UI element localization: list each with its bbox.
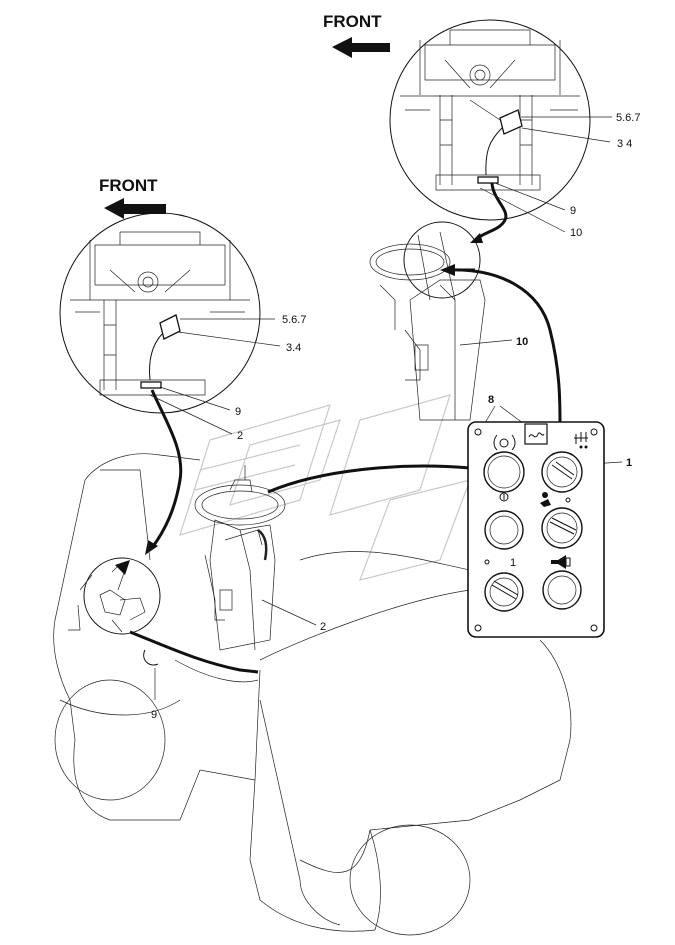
panel-cable — [267, 464, 471, 494]
callout-mid-1: 1 — [626, 457, 632, 469]
watermark-logo — [179, 394, 471, 581]
callout-left-2: 2 — [237, 430, 243, 442]
control-panel: 1 — [467, 421, 605, 638]
detail-circle-lower — [68, 557, 161, 666]
detail-circle-column — [369, 221, 562, 426]
callouts-lower: 2 9 — [151, 599, 326, 721]
callout-mid-10: 10 — [516, 336, 528, 348]
callout-lower-2: 2 — [320, 621, 326, 633]
info-icon — [499, 492, 509, 502]
switch-position-label: 1 — [510, 557, 516, 569]
steering-console — [194, 465, 286, 651]
indicator-icon — [524, 423, 548, 445]
lower-cable — [129, 630, 259, 674]
arrow-left-icon — [104, 198, 166, 219]
hazard-icon — [493, 434, 516, 451]
callout-left-34: 3.4 — [286, 342, 301, 354]
callouts-mid: 10 8 1 — [459, 336, 632, 469]
callout-left-567: 5.6.7 — [282, 314, 306, 326]
gauge-left-2 — [484, 510, 524, 550]
callout-top-9: 9 — [570, 205, 576, 217]
light-icon — [574, 432, 588, 449]
horn-icon — [551, 555, 571, 569]
machine-body — [53, 453, 572, 936]
callout-mid-8: 8 — [488, 394, 494, 406]
front-label-left: FRONT — [99, 176, 158, 195]
callout-top-34: 3 4 — [617, 138, 632, 150]
callout-top-10: 10 — [570, 227, 582, 239]
arrow-left-icon — [332, 37, 390, 58]
front-direction-top: FRONT — [323, 12, 390, 58]
warning-lamp — [483, 451, 525, 493]
callout-left-9: 9 — [235, 406, 241, 418]
callout-lower-9: 9 — [151, 709, 157, 721]
front-direction-left: FRONT — [99, 176, 166, 219]
callout-top-567: 5.6.7 — [616, 112, 640, 124]
callouts-left: 5.6.7 3.4 9 2 — [149, 314, 306, 442]
horn-button[interactable] — [542, 570, 582, 610]
detail-circle-left — [59, 212, 261, 555]
seat-icon — [540, 492, 571, 507]
detail-circle-top — [389, 19, 591, 243]
callouts-top: 5.6.7 3 4 9 10 — [479, 112, 640, 239]
front-label-top: FRONT — [323, 12, 382, 31]
